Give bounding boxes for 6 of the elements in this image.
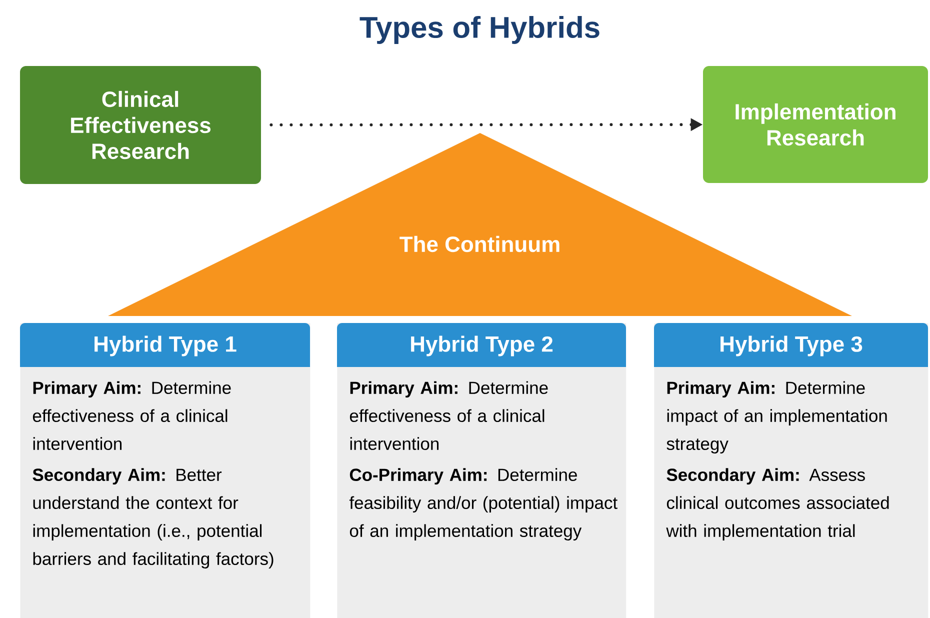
hybrid-type-panel: Hybrid Type 1 Primary Aim: Determine effectiveness of a clinical intervention Secondary Aim: Better understand the context for implementation (i.e., potential barriers and facilitating factors) <box>20 323 310 618</box>
research-box: Clinical Effectiveness Research <box>20 66 261 184</box>
research-box: Implementation Research <box>703 66 928 183</box>
title: Types of Hybrids <box>360 16 600 44</box>
hybrid-type-panel: Hybrid Type 2 Primary Aim: Determine effectiveness of a clinical intervention Co-Primary Aim: Determine feasibility and/or (potential) impact of an implementation strategy <box>337 323 626 618</box>
hybrid-type-panel: Hybrid Type 3 Primary Aim: Determine impact of an implementation strategy Secondary Aim: Assess clinical outcomes associated with implementation trial <box>654 323 928 618</box>
